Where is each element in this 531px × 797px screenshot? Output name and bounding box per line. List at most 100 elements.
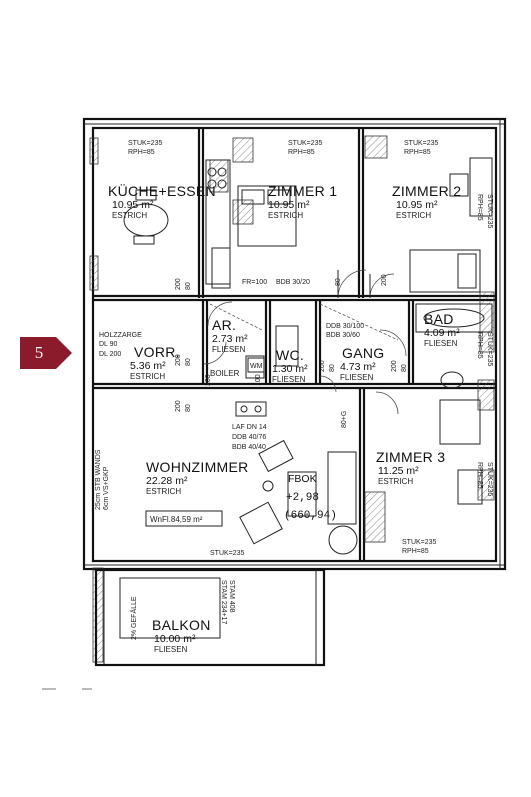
- room-ar: AR. 2.73 m² FLIESEN: [212, 317, 248, 354]
- zimmer2-floor: ESTRICH: [396, 211, 431, 220]
- zimmer2-stuk: STUK=235: [404, 140, 439, 147]
- bad-name: BAD: [424, 311, 454, 327]
- dim-200c: 200: [175, 400, 182, 412]
- ar-name: AR.: [212, 317, 236, 333]
- laf-label: LAF DN 14: [232, 424, 267, 431]
- fr100-label: FR=100: [242, 279, 267, 286]
- balkon-area: 10.00 m²: [154, 633, 196, 645]
- zimmer3-stuk: STUK=235: [402, 539, 437, 546]
- plan-number-badge: [20, 337, 72, 369]
- room-zimmer3: ZIMMER 3 11.25 m² ESTRICH STUK=235 RPH=8…: [376, 449, 445, 555]
- zimmer1-stuk: STUK=235: [288, 140, 323, 147]
- plan-annotations: BOILER WM HOLZZARGE DL 90 DL 200 LAF DN …: [95, 194, 493, 640]
- separator-mark: [42, 688, 56, 690]
- ddb4076-label: DDB 40/76: [232, 434, 266, 441]
- interior-walls: [93, 128, 496, 561]
- bad-side-rph: RPH=85: [476, 332, 483, 359]
- stam1-label: STAM 408: [228, 580, 235, 613]
- room-vorr: VORR. 5.36 m² ESTRICH: [130, 344, 180, 381]
- gang-floor: FLIESEN: [340, 373, 374, 382]
- plan-number: 5: [34, 343, 44, 362]
- balkon-floor: FLIESEN: [154, 645, 188, 654]
- dim-200f: 200: [205, 374, 212, 386]
- fok-abs: (660,94): [284, 510, 337, 522]
- holzzarge-label: HOLZZARGE: [99, 332, 142, 339]
- zimmer2-rph: RPH=85: [404, 149, 431, 156]
- kueche-area: 10.95 m²: [112, 199, 154, 211]
- dim-200g: 200: [381, 274, 388, 286]
- zimmer2-name: ZIMMER 2: [392, 183, 461, 199]
- dim-200e: 200: [391, 360, 398, 372]
- dim-80c: 80: [185, 404, 192, 412]
- dim-80g: 80+G: [341, 411, 348, 428]
- z2-side-rph: RPH=85: [476, 194, 483, 221]
- wohnzimmer-floor: ESTRICH: [146, 487, 181, 496]
- bad-area: 4.09 m²: [424, 327, 460, 339]
- wm-label: WM: [250, 363, 263, 370]
- stam2-label: STAM 234+17: [220, 580, 227, 625]
- kueche-stuk: STUK=235: [128, 140, 163, 147]
- ar-floor: FLIESEN: [212, 345, 246, 354]
- room-kueche: STUK=235 RPH=85 KÜCHE+ESSEN 10.95 m² EST…: [108, 140, 216, 220]
- fok-level: +2,98: [286, 492, 319, 504]
- furniture: [119, 157, 493, 639]
- gang-area: 4.73 m²: [340, 361, 376, 373]
- balkon-name: BALKON: [152, 617, 211, 633]
- zimmer3-rph: RPH=85: [402, 548, 429, 555]
- dim-80d: 80: [329, 364, 336, 372]
- bdb3060-label: BDB 30/60: [326, 332, 360, 339]
- kueche-name: KÜCHE+ESSEN: [108, 182, 216, 199]
- kueche-rph: RPH=85: [128, 149, 155, 156]
- dim-200a: 200: [175, 278, 182, 290]
- bdb3020-label: BDB 30/20: [276, 279, 310, 286]
- vorr-floor: ESTRICH: [130, 372, 165, 381]
- wohnzimmer-name: WOHNZIMMER: [146, 459, 249, 475]
- zimmer1-name: ZIMMER 1: [268, 183, 337, 199]
- gefaelle-label: 2% GEFÄLLE: [130, 596, 138, 640]
- room-zimmer2: STUK=235 RPH=85 ZIMMER 2 10.95 m² ESTRIC…: [392, 140, 461, 220]
- dim-80b: 80: [185, 358, 192, 366]
- z3-side-stuk: STUK=235: [486, 462, 493, 497]
- wohnzimmer-area: 22.28 m²: [146, 475, 188, 487]
- room-balkon: BALKON 10.00 m² FLIESEN: [152, 617, 211, 654]
- zimmer3-name: ZIMMER 3: [376, 449, 445, 465]
- vorr-name: VORR.: [134, 344, 180, 360]
- zimmer1-rph: RPH=85: [288, 149, 315, 156]
- zimmer3-area: 11.25 m²: [378, 465, 419, 477]
- dl90-label: DL 90: [99, 341, 118, 348]
- ddb30100-label: DDB 30/100: [326, 323, 364, 330]
- gang-name: GANG: [342, 345, 384, 361]
- separator-mark: [82, 688, 92, 690]
- wnfl-label: WnFl.84,59 m²: [150, 515, 203, 524]
- dl200-label: DL 200: [99, 351, 121, 358]
- kueche-floor: ESTRICH: [112, 211, 147, 220]
- vorr-area: 5.36 m²: [130, 360, 166, 372]
- dim-200d: 200: [319, 360, 326, 372]
- doors: [203, 269, 407, 415]
- dim-200b: 200: [175, 354, 182, 366]
- z3-side-rph: RPH=85: [476, 462, 483, 489]
- dim-100: 100: [255, 374, 262, 386]
- bdb4040-label: BDB 40/40: [232, 444, 266, 451]
- zimmer2-area: 10.95 m²: [396, 199, 438, 211]
- room-wc: WC. 1.30 m² FLIESEN: [272, 347, 308, 384]
- dim-80a: 80: [185, 282, 192, 290]
- dim-80e: 80: [401, 364, 408, 372]
- wc-area: 1.30 m²: [272, 363, 308, 375]
- bad-floor: FLIESEN: [424, 339, 458, 348]
- zimmer3-floor: ESTRICH: [378, 477, 413, 486]
- room-bad: BAD 4.09 m² FLIESEN: [424, 311, 460, 348]
- wohnzimmer-stuk: STUK=235: [210, 550, 245, 557]
- zimmer1-area: 10.95 m²: [268, 199, 310, 211]
- dim-80f: 80: [335, 278, 342, 286]
- room-wohnzimmer: WOHNZIMMER 22.28 m² ESTRICH STUK=235: [146, 459, 249, 557]
- bad-side-stuk: STUK=235: [486, 332, 493, 367]
- wc-floor: FLIESEN: [272, 375, 306, 384]
- balcony-outline: [94, 568, 326, 667]
- wc-name: WC.: [276, 347, 304, 363]
- wand2-label: 25cm STB WANDS: [95, 449, 102, 510]
- zimmer1-floor: ESTRICH: [268, 211, 303, 220]
- z2-side-stuk: STUK=235: [486, 194, 493, 229]
- room-zimmer1: STUK=235 RPH=85 ZIMMER 1 10.95 m² ESTRIC…: [268, 140, 337, 220]
